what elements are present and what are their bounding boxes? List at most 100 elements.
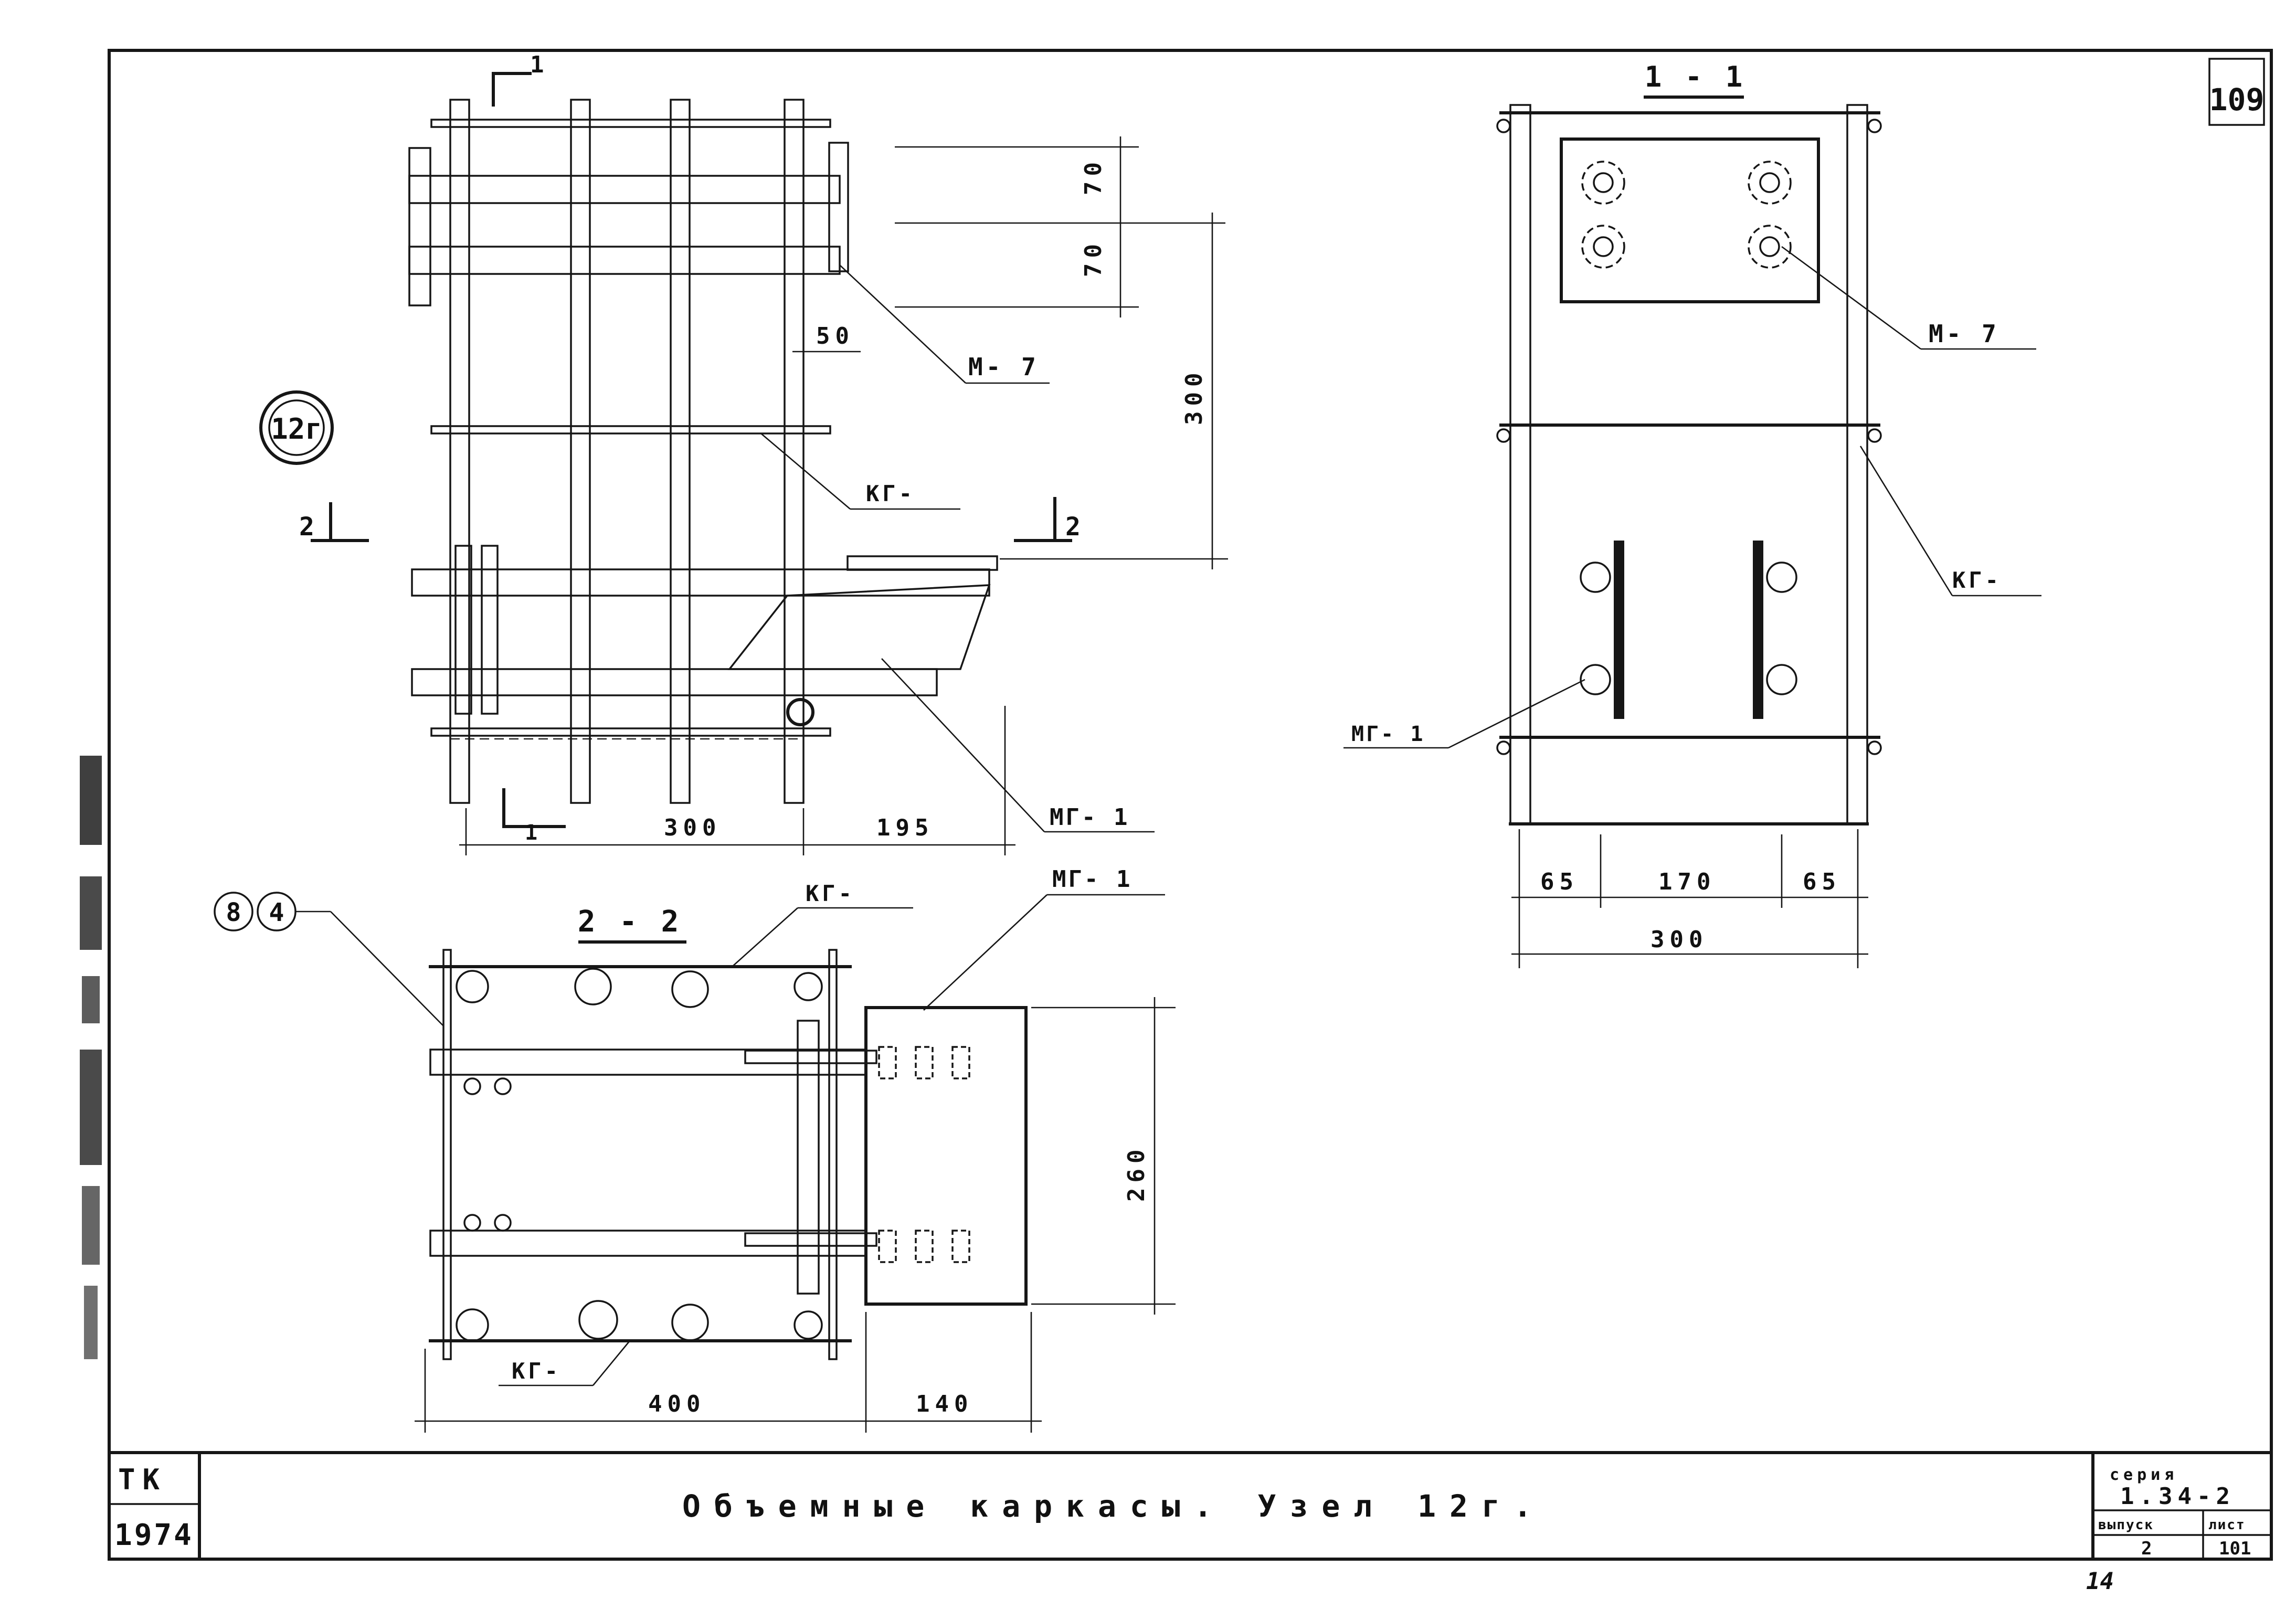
- tie-bottom: [430, 727, 831, 737]
- rebar-t3: [671, 970, 709, 1008]
- front-section-marks: 1 1 2 2: [299, 51, 1081, 845]
- rod-1: [449, 99, 470, 804]
- rebar-l1: [1580, 562, 1611, 593]
- label-kg-22-top: КГ-: [806, 881, 855, 906]
- rod-2: [570, 99, 591, 804]
- stud-3-ring: [1581, 225, 1625, 269]
- m7-end-right: [828, 142, 849, 272]
- dim-170: 170: [1658, 869, 1716, 895]
- label-mg1-section: МГ- 1: [1351, 722, 1425, 746]
- label-mg1-front: МГ- 1: [1050, 804, 1129, 831]
- clip-tr: [1867, 119, 1882, 133]
- hook-t3: [951, 1046, 970, 1079]
- section-1-1-title: 1 - 1: [1645, 60, 1746, 93]
- rod-3: [670, 99, 691, 804]
- section-2-2-title: 2 - 2: [578, 905, 682, 939]
- tie-mid: [430, 425, 831, 435]
- plate-mg1-front: [411, 545, 998, 726]
- stamp-2: [80, 876, 102, 950]
- clip-ml: [1496, 428, 1511, 443]
- stamp-1: [80, 756, 102, 845]
- m7-section-leader: [1781, 246, 1921, 350]
- border-outer: [108, 49, 2273, 1561]
- ref-a: 8: [226, 898, 241, 927]
- kg-bottom-leader: [592, 1340, 631, 1386]
- title-block: ТК 1974 Объемные каркасы. Узел 12г. сери…: [114, 82, 2264, 1595]
- label-kg-22-bottom: КГ-: [512, 1358, 561, 1384]
- year: 1974: [114, 1518, 194, 1552]
- hook-b1: [878, 1230, 897, 1263]
- front-labels: М- 7 КГ- МГ- 1: [760, 264, 1155, 833]
- rebar-r2: [1766, 664, 1797, 695]
- rebar-t2: [574, 968, 612, 1005]
- rebar-r1: [1766, 562, 1797, 593]
- issue-label: выпуск: [2098, 1517, 2154, 1533]
- stud-3: [1593, 236, 1614, 257]
- rod-4: [784, 99, 805, 804]
- stud-2: [1759, 172, 1780, 193]
- mg1-band-2: [411, 668, 938, 696]
- series-label: серия: [2110, 1466, 2178, 1484]
- hook-top-rod: [744, 1050, 877, 1064]
- clip-tl: [1496, 119, 1511, 133]
- stud-2-ring: [1748, 161, 1792, 205]
- stud-4-ring: [1748, 225, 1792, 269]
- frame-left: [442, 949, 452, 1360]
- node-ring-outer: [259, 390, 334, 465]
- sheet-number-box: [2208, 58, 2265, 126]
- stud-4: [1759, 236, 1780, 257]
- mg1-top-plate: [847, 555, 998, 571]
- section-2-2: 2 - 2: [214, 866, 1176, 1433]
- dim-300-horizontal: 300: [664, 814, 721, 841]
- sec1-bottom-label: 1: [525, 821, 537, 845]
- series-value: 1.34-2: [2120, 1483, 2235, 1510]
- sec2-right-label: 2: [1065, 512, 1081, 542]
- sheet-title: Объемные каркасы. Узел 12г.: [682, 1488, 1546, 1524]
- dim-65-right: 65: [1803, 869, 1841, 895]
- ref-leader: [330, 911, 444, 1026]
- mg1-strip-bottom: [429, 1230, 867, 1257]
- kg-top-leader: [732, 907, 798, 967]
- m7-studs: [1581, 161, 1792, 269]
- bar-sm-3: [463, 1214, 481, 1232]
- rebar-t1: [456, 970, 489, 1003]
- rebar-b3: [671, 1304, 709, 1341]
- stamp-6: [84, 1286, 98, 1359]
- m7-plate-band-1: [408, 175, 841, 204]
- rebar-b2: [578, 1300, 618, 1340]
- m7-leader: [839, 264, 966, 384]
- label-kg-section: КГ-: [1952, 567, 2002, 593]
- mg1-band-1: [411, 568, 990, 597]
- m7-plate-band-2: [408, 246, 841, 275]
- plate-m7-front: [408, 142, 849, 306]
- ref-callouts: 8 4: [214, 892, 444, 1026]
- mg1-anchor-left: [454, 545, 472, 715]
- sheet-number: 109: [2209, 82, 2265, 118]
- rebar-l2: [1580, 664, 1611, 695]
- clip-bl: [1496, 740, 1511, 755]
- frame-right: [828, 949, 838, 1360]
- hook-t2: [915, 1046, 934, 1079]
- sheet-frame: [108, 49, 2273, 1561]
- label-m7-section: М- 7: [1929, 320, 1999, 348]
- issue-value: 2: [2141, 1538, 2152, 1559]
- node-ring-inner: [268, 399, 325, 456]
- plate-m7-section: [1560, 137, 1820, 303]
- mg1-section-leader: [1448, 679, 1585, 749]
- hook-bottom-rod: [744, 1232, 877, 1247]
- binding-margin-marks: [80, 756, 102, 1359]
- mg1-bar-right: [1753, 541, 1763, 719]
- section-2-2-rebars: [456, 968, 823, 1342]
- dim-70-b: 70: [1080, 239, 1107, 277]
- front-dimensions: 70 70 50 300 300 195: [459, 136, 1228, 855]
- front-view: 70 70 50 300 300 195 1 1 2 2 М- 7: [259, 51, 1228, 855]
- label-kg-front: КГ-: [866, 481, 915, 506]
- dim-195: 195: [876, 814, 934, 841]
- clip-mr: [1867, 428, 1882, 443]
- node-number: 12г: [271, 412, 322, 446]
- anchor-rod-end: [786, 698, 814, 726]
- mg1-side-plate: [797, 1020, 820, 1295]
- label-mg1-22: МГ- 1: [1052, 866, 1132, 893]
- hook-t1: [878, 1046, 897, 1079]
